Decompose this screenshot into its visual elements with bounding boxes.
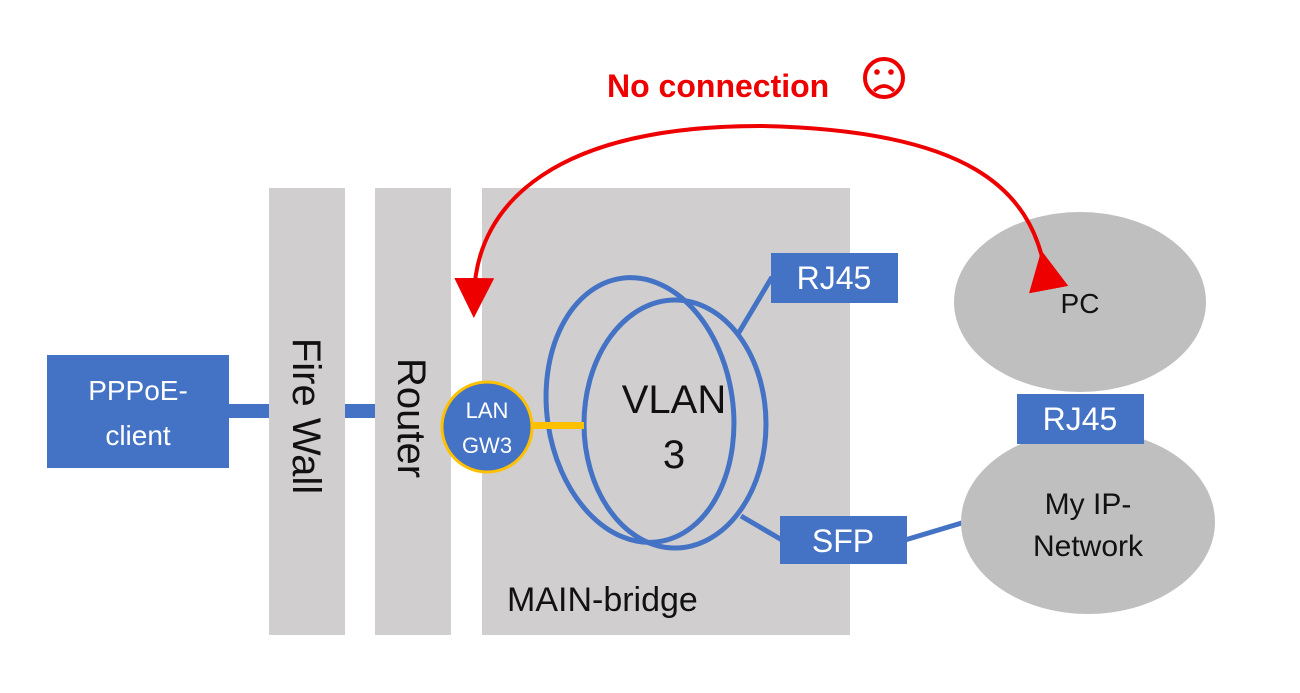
sfp-port: SFP — [780, 516, 907, 564]
router-label: Router — [389, 358, 433, 478]
sfp-label: SFP — [812, 523, 874, 559]
pppoe-client-node: PPPoE- client — [47, 355, 229, 468]
my-ip-network-node: My IP- Network — [961, 430, 1215, 614]
rj45-pc-port: RJ45 — [1017, 394, 1144, 444]
pppoe-label-line2: client — [105, 420, 171, 451]
link-pppoe-firewall — [229, 404, 271, 418]
vlan-label-line1: VLAN — [622, 378, 727, 422]
no-connection-arrow — [454, 123, 1069, 318]
lan-gw3-label-line1: LAN — [466, 398, 509, 423]
link-lan-vlan — [530, 422, 584, 429]
ipnet-label-line2: Network — [1033, 530, 1144, 563]
firewall-node: Fire Wall — [269, 188, 345, 635]
no-connection-title: No connection — [607, 57, 905, 104]
lan-gw3-label-line2: GW3 — [462, 433, 512, 458]
router-node: Router — [375, 188, 451, 635]
link-vlan-sfp — [739, 513, 784, 543]
rj45-pc-label: RJ45 — [1043, 401, 1118, 437]
link-sfp-ipnetwork — [904, 519, 966, 543]
rj45-bridge-port: RJ45 — [771, 253, 898, 303]
lan-gw3-node: LAN GW3 — [440, 380, 534, 474]
rj45-bridge-label: RJ45 — [797, 260, 872, 296]
main-bridge-label: MAIN-bridge — [507, 581, 698, 619]
pc-node: PC — [954, 212, 1206, 392]
firewall-label: Fire Wall — [284, 338, 328, 494]
no-connection-label: No connection — [607, 68, 829, 104]
ipnet-label-line1: My IP- — [1045, 488, 1132, 521]
frown-face-icon — [863, 57, 905, 99]
pppoe-label-line1: PPPoE- — [88, 375, 188, 406]
pc-label: PC — [1061, 288, 1100, 319]
vlan-label-line2: 3 — [663, 433, 685, 477]
link-firewall-router — [345, 404, 376, 418]
